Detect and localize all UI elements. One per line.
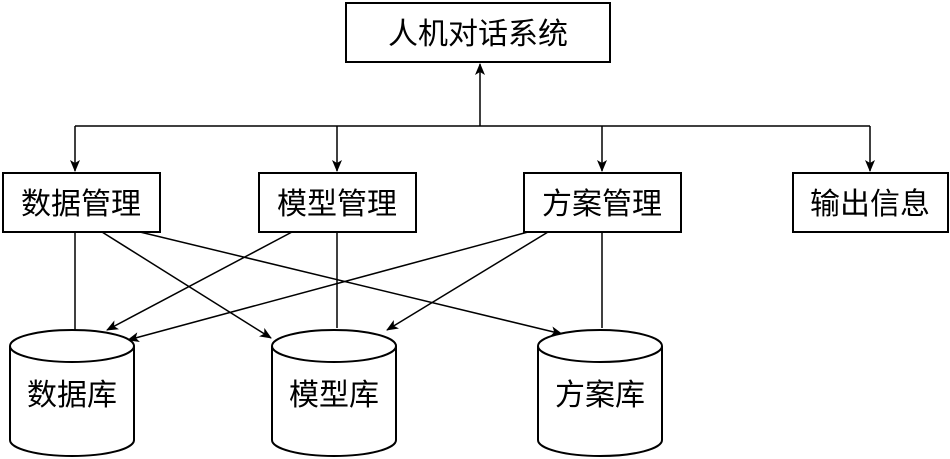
arrow-data-mgmt-to-modelbase — [101, 231, 272, 339]
store-planbase: 方案库 — [537, 329, 663, 457]
arrow-model-mgmt-to-database — [106, 231, 293, 331]
arrow-data-mgmt-to-planbase — [139, 231, 563, 337]
node-plan-management: 方案管理 — [523, 172, 682, 233]
node-plan-management-label: 方案管理 — [542, 187, 662, 222]
store-modelbase-label: 模型库 — [289, 378, 379, 413]
store-planbase-label: 方案库 — [555, 378, 645, 413]
node-top-label: 人机对话系统 — [388, 17, 568, 52]
arrow-plan-mgmt-to-modelbase — [386, 231, 549, 331]
node-output-info: 输出信息 — [792, 172, 949, 233]
node-model-management-label: 模型管理 — [277, 187, 397, 222]
store-modelbase: 模型库 — [271, 329, 397, 457]
node-model-management: 模型管理 — [258, 172, 417, 233]
node-data-management-label: 数据管理 — [21, 187, 141, 222]
store-database-label: 数据库 — [27, 378, 117, 413]
store-database: 数据库 — [9, 329, 135, 457]
node-output-info-label: 输出信息 — [810, 187, 930, 222]
node-data-management: 数据管理 — [2, 172, 161, 233]
node-top: 人机对话系统 — [345, 2, 611, 63]
arrow-plan-mgmt-to-database — [127, 231, 529, 342]
